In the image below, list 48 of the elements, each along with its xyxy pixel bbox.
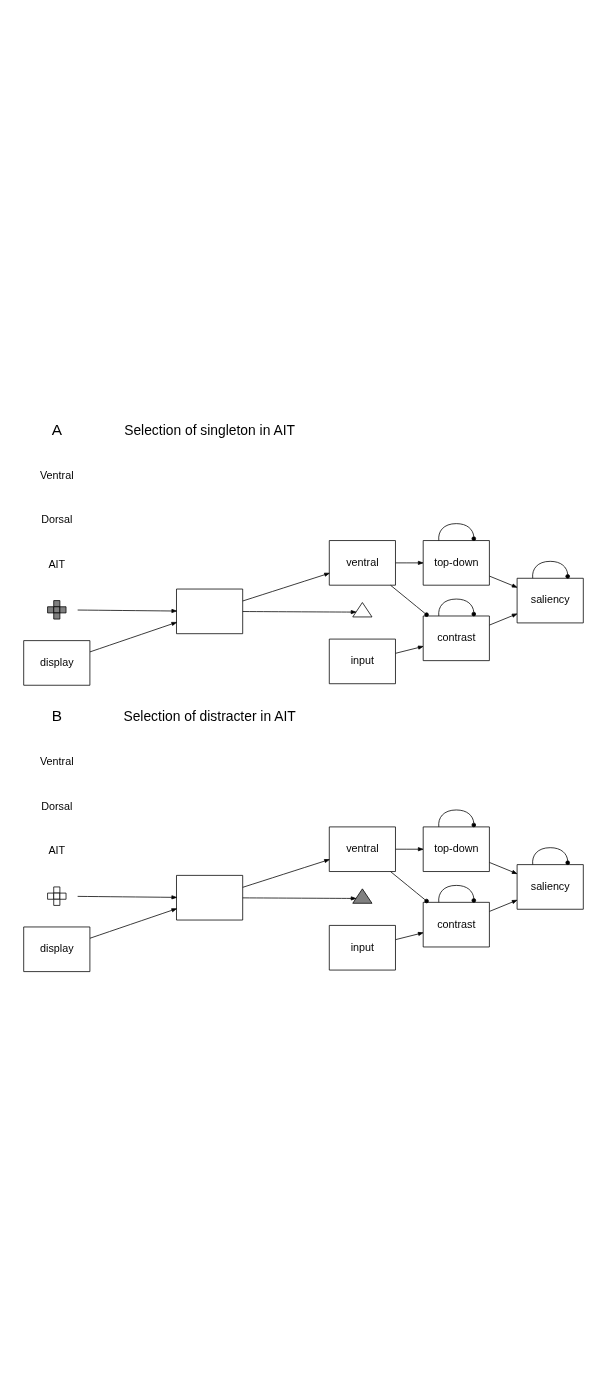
node-box: display — [23, 926, 91, 972]
connector — [438, 884, 477, 903]
label: Dorsal — [41, 799, 73, 812]
node-box: saliency — [516, 577, 584, 623]
arrow — [489, 613, 518, 625]
node-box: ventral — [328, 539, 396, 586]
node-box: ventral — [328, 826, 396, 872]
node-box: saliency — [516, 863, 584, 910]
arrow — [489, 575, 518, 588]
arrow — [489, 861, 518, 874]
arrow — [89, 621, 177, 652]
arrow — [77, 608, 177, 613]
arrow — [242, 858, 330, 888]
node-box: top-down — [422, 539, 490, 586]
label: Ventral — [40, 468, 74, 481]
node-box: contrast — [422, 615, 490, 661]
arrow — [489, 899, 518, 912]
label: Dorsal — [41, 512, 73, 525]
connector — [438, 522, 477, 541]
label: Selection of singleton in AIT — [124, 421, 296, 438]
arrow — [395, 645, 424, 654]
arrow — [395, 931, 424, 940]
arrow — [242, 609, 357, 614]
label: AIT — [48, 843, 66, 856]
node-box: display — [23, 639, 91, 686]
node-box: input — [328, 924, 396, 970]
node-box: contrast — [422, 901, 490, 947]
connector — [390, 584, 429, 617]
node-box — [176, 588, 244, 634]
connector — [390, 870, 429, 903]
arrow — [242, 572, 330, 601]
connector — [532, 846, 570, 865]
arrow — [395, 846, 424, 851]
node-box: input — [328, 638, 396, 684]
label: Ventral — [40, 754, 74, 767]
label: Selection of distracter in AIT — [123, 707, 296, 724]
node-box — [176, 874, 244, 920]
label: A — [51, 420, 62, 438]
connector — [438, 598, 477, 616]
arrow — [395, 560, 424, 565]
connector — [438, 809, 477, 827]
arrow — [242, 895, 357, 900]
arrow — [77, 894, 177, 899]
arrow — [89, 907, 177, 939]
label: AIT — [48, 557, 66, 570]
label: B — [51, 706, 62, 724]
node-box: top-down — [422, 826, 490, 872]
connector — [532, 560, 570, 579]
